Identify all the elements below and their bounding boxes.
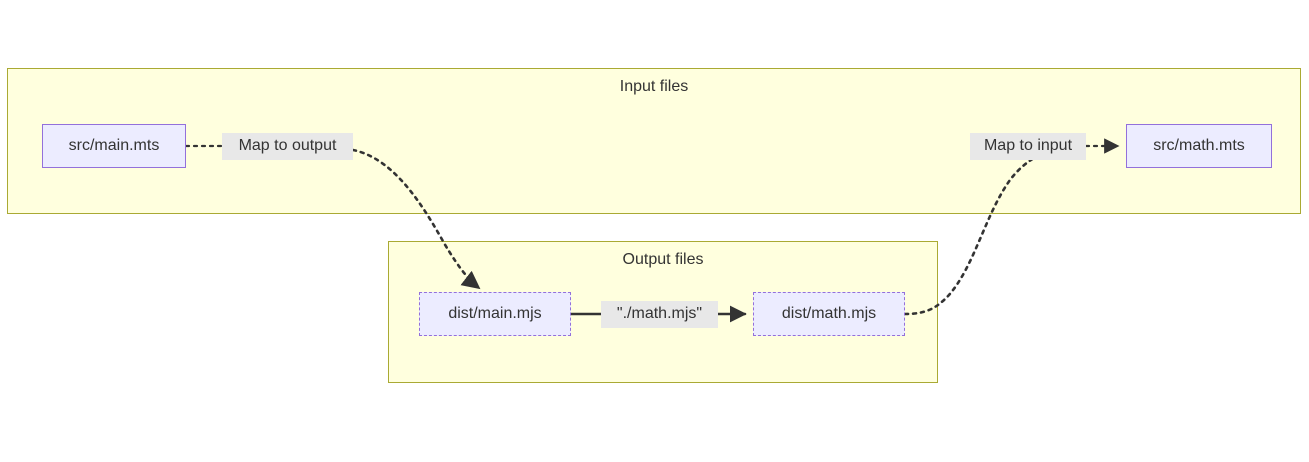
node-src-main-mts[interactable]: src/main.mts	[42, 124, 186, 168]
cluster-title-input-files: Input files	[619, 78, 689, 95]
node-label-dist-math-mjs: dist/math.mjs	[781, 305, 877, 322]
edge-map-to-output-curve	[351, 148, 481, 290]
cluster-title-output-files: Output files	[622, 251, 704, 268]
edge-label-text-map-to-input: Map to input	[983, 137, 1073, 154]
edge-label-text-map-to-output: Map to output	[238, 137, 337, 154]
edge-label-map-to-input: Map to input	[970, 133, 1086, 160]
node-label-dist-main-mjs: dist/main.mjs	[448, 305, 542, 322]
node-label-src-main-mts: src/main.mts	[68, 137, 160, 154]
edge-label-map-to-output: Map to output	[222, 133, 353, 160]
node-dist-main-mjs[interactable]: dist/main.mjs	[419, 292, 571, 336]
node-src-math-mts[interactable]: src/math.mts	[1126, 124, 1272, 168]
node-dist-math-mjs[interactable]: dist/math.mjs	[753, 292, 905, 336]
edge-map-to-input-curve	[903, 145, 1065, 316]
edge-label-math-mjs: "./math.mjs"	[601, 301, 718, 328]
edge-label-text-math-mjs: "./math.mjs"	[616, 305, 703, 322]
node-label-src-math-mts: src/math.mts	[1153, 137, 1245, 154]
